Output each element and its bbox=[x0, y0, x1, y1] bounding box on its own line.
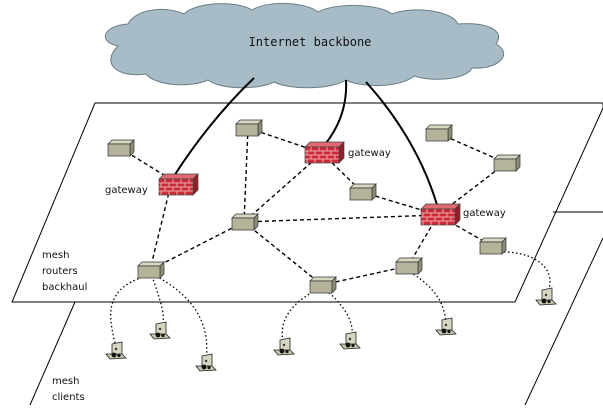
gateway-uplinks bbox=[173, 77, 439, 209]
mesh-router-box-icon bbox=[107, 139, 135, 157]
internet-cloud: Internet backbone bbox=[105, 2, 505, 89]
mesh-router-box-icon bbox=[231, 213, 259, 231]
mesh-router-box-icon bbox=[349, 183, 377, 201]
laptop-icon bbox=[339, 331, 361, 350]
mesh-router-box-icon bbox=[425, 124, 453, 142]
laptop-icon bbox=[535, 287, 557, 306]
mesh-router-box-icon bbox=[395, 257, 423, 275]
mesh-client-laptops bbox=[105, 287, 557, 372]
laptop-icon bbox=[435, 317, 457, 336]
client-plane bbox=[29, 237, 603, 406]
mesh-router-box-icon bbox=[137, 261, 165, 279]
gateway-label-left: gateway bbox=[105, 185, 148, 196]
mesh-routers-label-line2: routers bbox=[42, 266, 78, 277]
mesh-routers-label-line3: backhaul bbox=[42, 282, 87, 293]
gateways bbox=[158, 141, 461, 226]
mesh-router-box-icon bbox=[235, 119, 263, 137]
mesh-clients-label-line1: mesh bbox=[52, 376, 79, 387]
router-plane bbox=[11, 102, 603, 303]
laptop-icon bbox=[105, 341, 127, 360]
firewall-brick-icon bbox=[420, 203, 461, 226]
cloud-icon bbox=[105, 2, 505, 89]
gateway-label-right: gateway bbox=[463, 208, 506, 219]
mesh-router-box-icon bbox=[309, 276, 337, 294]
laptop-icon bbox=[195, 353, 217, 372]
mesh-router-box-icon bbox=[479, 237, 507, 255]
mesh-router-box-icon bbox=[493, 154, 521, 172]
cloud-label: Internet backbone bbox=[249, 35, 372, 49]
laptop-icon bbox=[273, 337, 295, 356]
mesh-clients-label-line2: clients bbox=[52, 392, 85, 403]
client-links bbox=[110, 251, 551, 361]
firewall-brick-icon bbox=[158, 173, 199, 196]
mesh-routers-label-line1: mesh bbox=[42, 250, 69, 261]
laptop-icon bbox=[149, 321, 171, 340]
firewall-brick-icon bbox=[304, 141, 345, 164]
gateway-label-center: gateway bbox=[348, 148, 391, 159]
